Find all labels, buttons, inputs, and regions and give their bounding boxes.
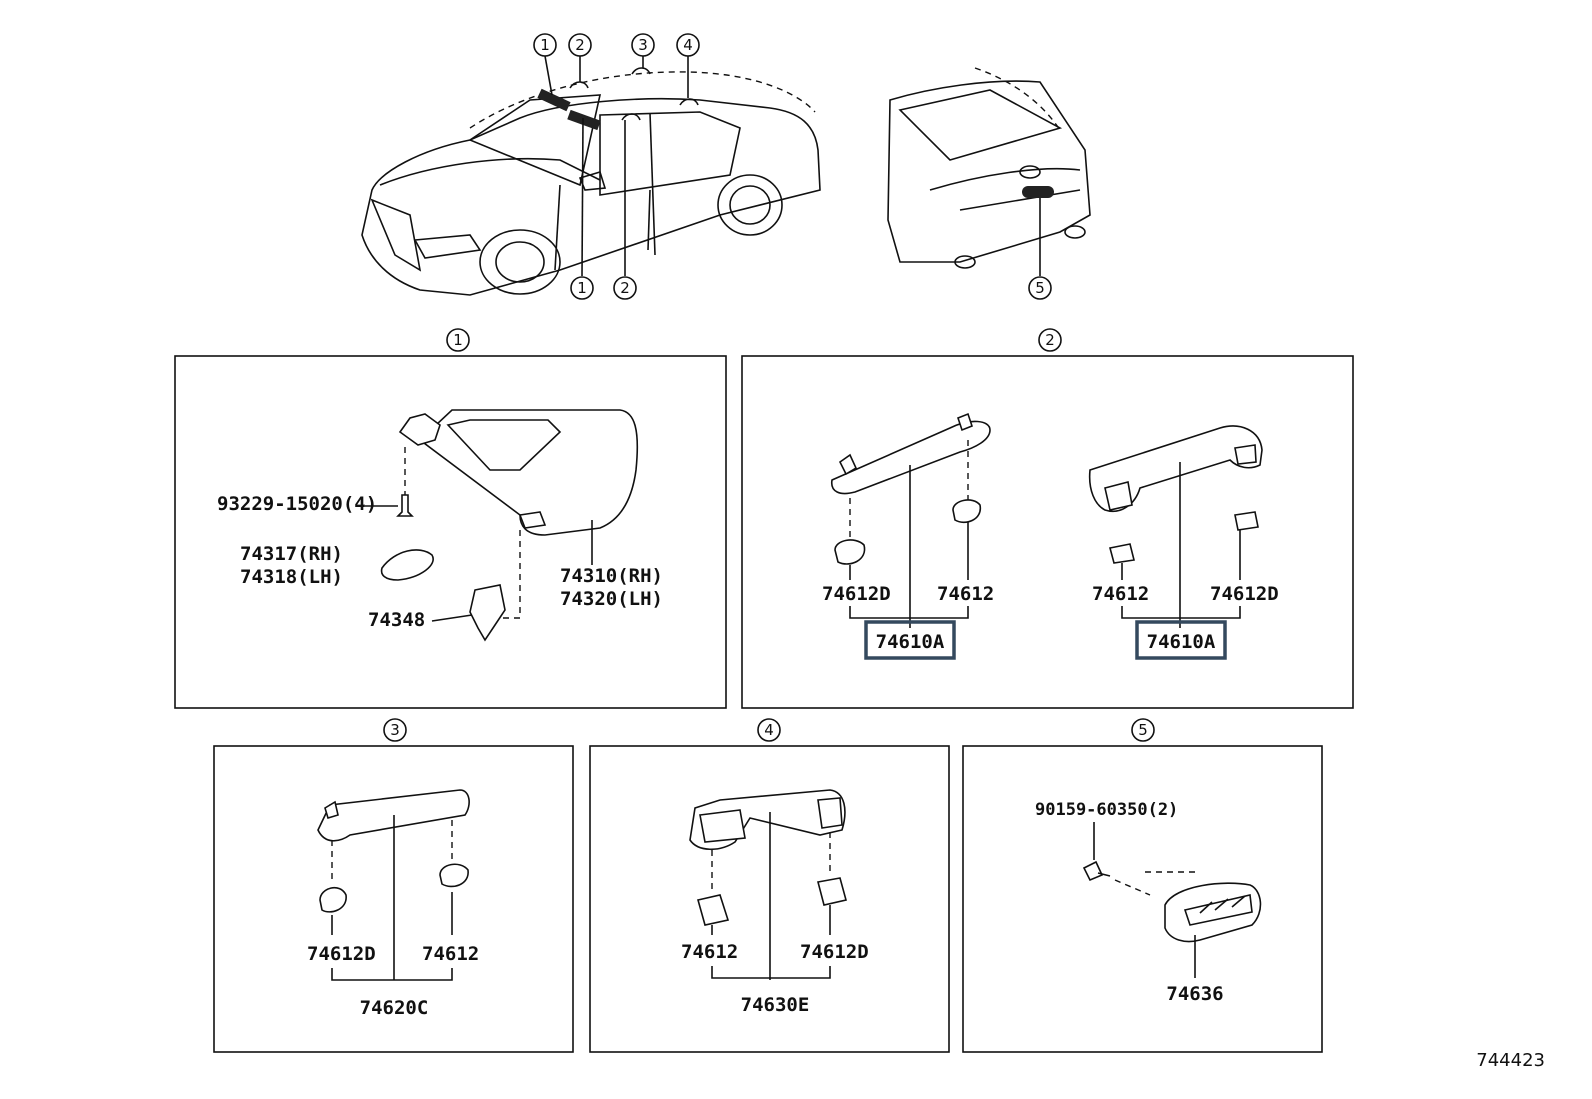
svg-text:4: 4 xyxy=(683,36,693,54)
car-front-view xyxy=(361,55,821,296)
section-2-panel xyxy=(741,355,1354,709)
section-3-panel xyxy=(213,745,574,1053)
figure-number: 744423 xyxy=(1476,1050,1545,1071)
label-2-right-74612d: 74612D xyxy=(1210,583,1279,605)
label-4-74612: 74612 xyxy=(681,941,738,963)
label-4-74630e: 74630E xyxy=(741,994,810,1016)
svg-text:5: 5 xyxy=(1138,721,1148,739)
car-rear-view xyxy=(887,67,1091,276)
section-2-callout: 2 xyxy=(1038,328,1062,352)
overview-callout-3: 3 xyxy=(631,33,655,57)
label-74318-lh: 74318(LH) xyxy=(240,566,343,588)
overview-callout-2a: 2 xyxy=(568,33,592,57)
svg-text:2: 2 xyxy=(575,36,585,54)
grip-4-illustration xyxy=(689,789,847,980)
label-2-right-74610a: 74610A xyxy=(1147,631,1216,653)
svg-text:5: 5 xyxy=(1035,279,1045,297)
grip-3-illustration xyxy=(317,789,470,981)
section-4-callout: 4 xyxy=(757,718,781,742)
svg-text:4: 4 xyxy=(764,721,774,739)
highlight-box-right xyxy=(1135,620,1227,660)
svg-text:3: 3 xyxy=(390,721,400,739)
label-2-left-74612: 74612 xyxy=(937,583,994,605)
highlight-box-left xyxy=(864,620,956,660)
label-5-90159-60350: 90159-60350(2) xyxy=(1035,800,1178,820)
leader-74348 xyxy=(431,614,473,622)
label-2-left-74610a: 74610A xyxy=(876,631,945,653)
label-74348: 74348 xyxy=(368,609,425,631)
label-2-right-74612: 74612 xyxy=(1092,583,1149,605)
svg-text:2: 2 xyxy=(620,279,630,297)
section-3-callout: 3 xyxy=(383,718,407,742)
svg-text:3: 3 xyxy=(638,36,648,54)
overview-callout-4: 4 xyxy=(676,33,700,57)
overview-callout-2b: 2 xyxy=(613,276,637,300)
label-74317-rh: 74317(RH) xyxy=(240,543,343,565)
grip-left-illustration xyxy=(830,412,991,628)
label-3-74620c: 74620C xyxy=(360,997,429,1019)
overview-callout-1b: 1 xyxy=(570,276,594,300)
label-74310-rh: 74310(RH) xyxy=(560,565,663,587)
section-5-panel xyxy=(962,745,1323,1053)
label-5-74636: 74636 xyxy=(1166,983,1223,1005)
svg-text:1: 1 xyxy=(577,279,587,297)
svg-text:2: 2 xyxy=(1045,331,1055,349)
label-3-74612d: 74612D xyxy=(307,943,376,965)
section-4-panel xyxy=(589,745,950,1053)
svg-text:1: 1 xyxy=(453,331,463,349)
sun-visor-illustration xyxy=(380,409,639,642)
label-93229-15020: 93229-15020(4) xyxy=(217,493,377,515)
overview-callout-5: 5 xyxy=(1028,276,1052,300)
label-74320-lh: 74320(LH) xyxy=(560,588,663,610)
overview-callout-1a: 1 xyxy=(533,33,557,57)
handle-5-illustration xyxy=(1082,822,1262,978)
grip-right-illustration xyxy=(1088,425,1263,628)
section-1-panel xyxy=(174,355,727,709)
label-4-74612d: 74612D xyxy=(800,941,869,963)
label-2-left-74612d: 74612D xyxy=(822,583,891,605)
section-5-callout: 5 xyxy=(1131,718,1155,742)
label-3-74612: 74612 xyxy=(422,943,479,965)
svg-text:1: 1 xyxy=(540,36,550,54)
section-1-callout: 1 xyxy=(446,328,470,352)
